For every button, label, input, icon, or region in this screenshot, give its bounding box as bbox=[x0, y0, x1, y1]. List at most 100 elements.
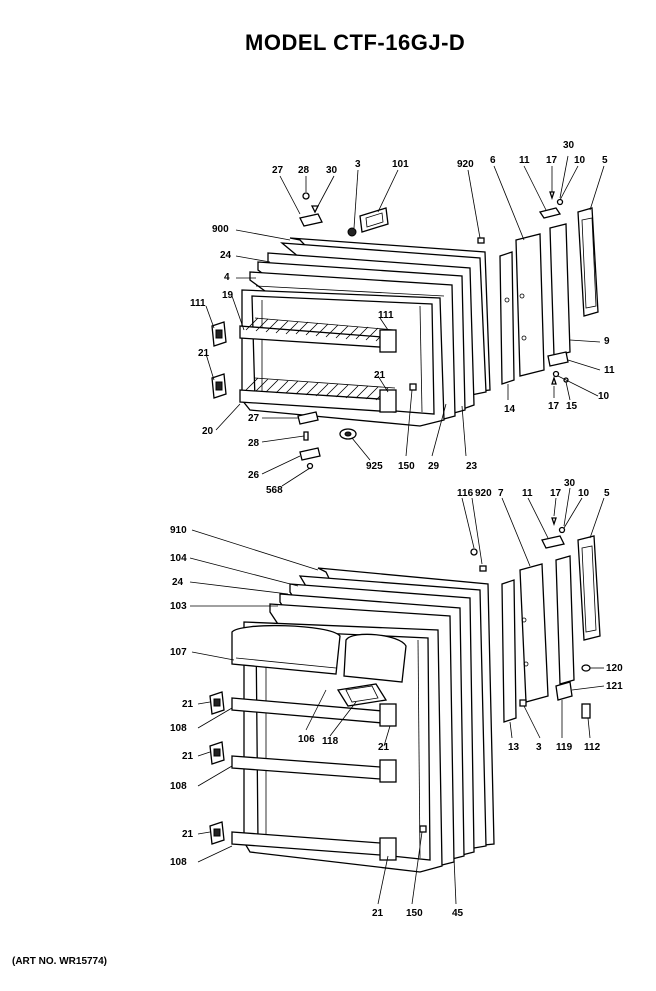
art-number: (ART NO. WR15774) bbox=[12, 956, 107, 967]
lower-leader-lines bbox=[189, 487, 605, 905]
lower-tray-118-inset bbox=[345, 685, 379, 703]
callout-23: 23 bbox=[466, 461, 478, 472]
upper-cover-101-inset bbox=[365, 212, 384, 228]
callout-19: 19 bbox=[222, 290, 234, 301]
callout-111-shelf: 111 bbox=[378, 310, 394, 321]
upper-shelf-end-cap-right bbox=[379, 329, 397, 353]
callout-107: 107 bbox=[170, 647, 187, 658]
callout-30-right: 30 bbox=[563, 140, 575, 151]
upper-plug-920 bbox=[477, 237, 485, 244]
upper-handle-base-6 bbox=[515, 233, 545, 377]
lower-plug-920 bbox=[479, 565, 487, 572]
lower-liner-ridge-2 bbox=[417, 639, 421, 859]
callout-108-2: 108 bbox=[170, 781, 187, 792]
upper-hinge-pin-30 bbox=[310, 205, 320, 214]
upper-shelf-bottom-back bbox=[254, 377, 396, 389]
callout-24: 24 bbox=[220, 250, 232, 261]
callout-10-lower: 10 bbox=[578, 488, 590, 499]
callout-28-bottom: 28 bbox=[248, 438, 260, 449]
upper-shelf-top-back bbox=[254, 317, 396, 331]
callout-910: 910 bbox=[170, 525, 187, 536]
upper-cam-925-center bbox=[344, 431, 352, 437]
upper-end-cap-11-bottom bbox=[547, 351, 569, 367]
callout-6: 6 bbox=[490, 155, 496, 166]
callout-21-lower-5: 21 bbox=[372, 908, 384, 919]
model-title: MODEL CTF-16GJ-D bbox=[245, 30, 465, 55]
lower-washer-120 bbox=[581, 664, 591, 672]
upper-screw-17-top bbox=[549, 191, 555, 201]
callout-116: 116 bbox=[457, 488, 474, 499]
lower-shelf-108-middle-cap bbox=[379, 759, 397, 783]
lower-stop-112 bbox=[581, 703, 591, 719]
callout-7: 7 bbox=[498, 488, 504, 499]
callout-108-3: 108 bbox=[170, 857, 187, 868]
callout-103: 103 bbox=[170, 601, 187, 612]
callout-17-lower: 17 bbox=[550, 488, 562, 499]
upper-end-cap-11-top bbox=[538, 207, 562, 219]
callout-30: 30 bbox=[326, 165, 338, 176]
callout-15: 15 bbox=[566, 401, 578, 412]
callout-5-lower: 5 bbox=[604, 488, 610, 499]
callout-920-lower: 920 bbox=[475, 488, 492, 499]
lower-end-cap-11 bbox=[541, 535, 565, 549]
lower-handle-base-7 bbox=[519, 563, 549, 703]
upper-bottom-hinge-27 bbox=[297, 411, 319, 425]
upper-washer-10-top bbox=[556, 198, 564, 206]
callout-11-lower: 11 bbox=[522, 488, 533, 499]
callout-24-lower: 24 bbox=[172, 577, 184, 588]
upper-clip-150 bbox=[409, 383, 417, 391]
upper-cover-101 bbox=[359, 207, 389, 233]
callout-150-lower: 150 bbox=[406, 908, 423, 919]
callout-101: 101 bbox=[392, 159, 409, 170]
lower-bracket-21-middle-hole bbox=[213, 748, 221, 757]
lower-washer-10 bbox=[558, 526, 566, 534]
callout-30-lower: 30 bbox=[564, 478, 576, 489]
upper-door-assembly: 27 28 30 3 101 920 6 11 17 30 10 5 900 2… bbox=[190, 140, 615, 496]
upper-hinge-27 bbox=[299, 213, 323, 227]
callout-121: 121 bbox=[606, 681, 623, 692]
upper-trim-14-hole bbox=[504, 297, 510, 303]
lower-plug-3 bbox=[519, 699, 527, 707]
callout-17-bottom: 17 bbox=[548, 401, 560, 412]
upper-shelf-bottom-end-cap bbox=[379, 389, 397, 413]
upper-handle-9 bbox=[549, 223, 571, 357]
upper-screw-568 bbox=[306, 462, 314, 470]
callout-9: 9 bbox=[604, 336, 610, 347]
lower-screw-17 bbox=[551, 517, 557, 527]
callout-27: 27 bbox=[272, 165, 284, 176]
callout-568: 568 bbox=[266, 485, 283, 496]
upper-bottom-bracket-26 bbox=[299, 447, 321, 461]
callout-11: 11 bbox=[519, 155, 530, 166]
callout-120: 120 bbox=[606, 663, 623, 674]
callout-111: 111 bbox=[190, 298, 206, 309]
callout-26: 26 bbox=[248, 470, 260, 481]
lower-dairy-door-edge bbox=[235, 657, 337, 669]
upper-bracket-21-hole bbox=[215, 381, 223, 391]
upper-trim-14 bbox=[499, 251, 515, 385]
callout-21-lower-4: 21 bbox=[182, 829, 194, 840]
lower-door-assembly: 116 920 7 11 17 30 10 5 910 104 24 103 1… bbox=[170, 478, 623, 919]
callout-3: 3 bbox=[355, 159, 361, 170]
lower-shelf-108-bottom-cap bbox=[379, 837, 397, 861]
upper-shelf-bottom-rack bbox=[245, 377, 389, 401]
upper-cover-5-inset bbox=[581, 217, 597, 309]
upper-plug-3 bbox=[347, 227, 357, 237]
callout-28: 28 bbox=[298, 165, 310, 176]
lower-bracket-21-top-hole bbox=[213, 698, 221, 707]
callout-108-1: 108 bbox=[170, 723, 187, 734]
callout-21-lower-1: 21 bbox=[182, 699, 194, 710]
callout-118: 118 bbox=[322, 736, 339, 747]
lower-screw-116 bbox=[470, 548, 478, 556]
lower-shelf-108-top-cap bbox=[379, 703, 397, 727]
upper-base-hole-1 bbox=[519, 293, 525, 299]
lower-base-hole-2 bbox=[523, 661, 529, 667]
callout-150: 150 bbox=[398, 461, 415, 472]
upper-handle-cover-5 bbox=[577, 207, 599, 317]
upper-screw-17-bottom bbox=[551, 375, 557, 385]
callout-21-shelf: 21 bbox=[374, 370, 386, 381]
lower-bracket-21-bottom-hole bbox=[213, 828, 221, 837]
callout-11-bottom: 11 bbox=[604, 365, 615, 376]
lower-dairy-door-107 bbox=[231, 624, 341, 675]
callout-4: 4 bbox=[224, 272, 230, 283]
